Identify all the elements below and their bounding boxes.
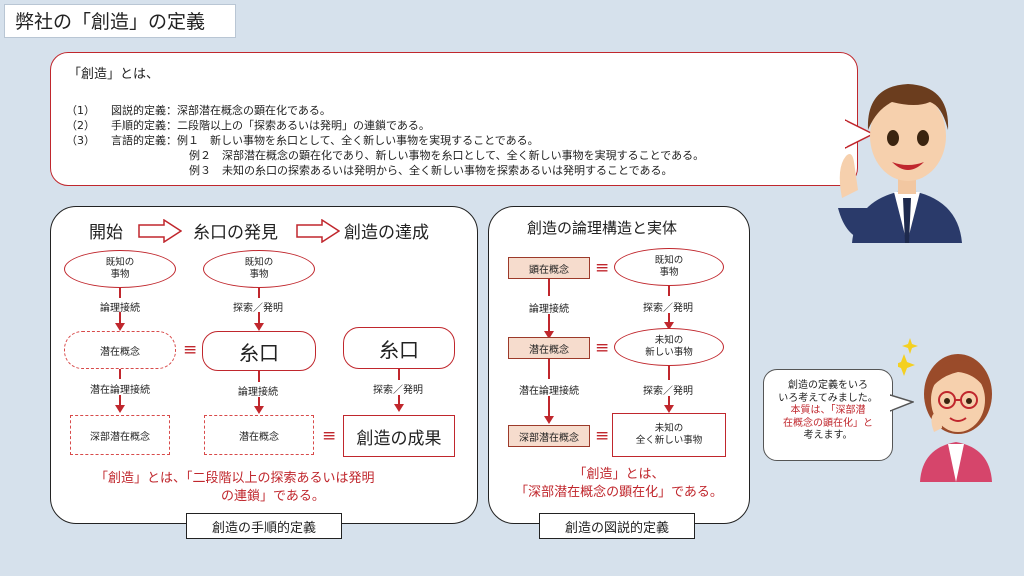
equivalence-icon: ≡ xyxy=(595,426,610,446)
bubble-red-line-1: 本質は、「深部潜 xyxy=(790,405,866,416)
latent-concept-box: 潜在概念 xyxy=(508,337,590,359)
right-arrow-icon xyxy=(296,219,340,243)
definition-example-3: 例３ 未知の糸口の探索あるいは発明から、全く新しい事物を探索あるいは発明すること… xyxy=(189,164,673,177)
down-arrow-icon xyxy=(544,396,554,424)
label-search-invent: 探索／発明 xyxy=(643,386,693,397)
definition-num-3: （3） xyxy=(66,134,95,147)
label-logical-connection: 論理接続 xyxy=(100,303,140,314)
connector-line xyxy=(258,288,260,298)
manifest-concept-box: 顕在概念 xyxy=(508,257,590,279)
bubble-tail xyxy=(890,394,914,412)
bubble-line-1: 創造の定義をいろ xyxy=(788,380,868,391)
bubble-line-3: 考えます。 xyxy=(803,430,853,441)
connector-line xyxy=(398,369,400,380)
down-arrow-icon xyxy=(664,313,674,330)
structure-header: 創造の論理構造と実体 xyxy=(527,219,678,237)
definition-num-2: （2） xyxy=(66,119,95,132)
clue-box-result: 糸口 xyxy=(343,327,455,369)
diagrammatic-conclusion-line-1: 「創造」とは、 xyxy=(573,467,665,482)
connector-line xyxy=(668,366,670,380)
down-arrow-icon xyxy=(115,312,125,331)
latent-concept-dashed-box: 潜在概念 xyxy=(204,415,314,455)
unknown-all-new-thing-box: 未知の 全く新しい事物 xyxy=(612,413,726,457)
man-illustration-icon xyxy=(838,84,962,243)
down-arrow-icon xyxy=(254,397,264,414)
diagrammatic-conclusion-line-2: 「深部潜在概念の顕在化」である。 xyxy=(515,485,723,500)
right-arrow-icon xyxy=(138,219,182,243)
connector-line xyxy=(119,369,121,379)
label-logical-connection: 論理接続 xyxy=(238,387,278,398)
definition-example-2: 例２ 深部潜在概念の顕在化であり、新しい事物を糸口として、全く新しい事物を実現す… xyxy=(189,149,705,162)
diagrammatic-caption: 創造の図説的定義 xyxy=(539,513,695,539)
equivalence-icon: ≡ xyxy=(322,426,337,446)
down-arrow-icon xyxy=(544,314,554,339)
latent-concept-dashed: 潜在概念 xyxy=(64,331,176,369)
known-thing-oval: 既知の 事物 xyxy=(614,248,724,286)
clue-box: 糸口 xyxy=(202,331,316,371)
down-arrow-icon xyxy=(664,396,674,413)
connector-line xyxy=(548,279,550,296)
deep-latent-concept-box: 深部潜在概念 xyxy=(508,425,590,447)
header-clue: 糸口の発見 xyxy=(193,223,278,243)
connector-line xyxy=(258,371,260,382)
definition-item-2: 手順的定義：二段階以上の「探索あるいは発明」の連鎖である。 xyxy=(111,119,430,132)
unknown-new-thing-oval: 未知の 新しい事物 xyxy=(614,328,724,366)
definition-intro: 「創造」とは、 xyxy=(68,67,160,82)
label-latent-logical-connection: 潜在論理接続 xyxy=(90,385,150,396)
label-search-invent: 探索／発明 xyxy=(233,303,283,314)
speech-tail xyxy=(845,119,875,149)
definition-num-1: （1） xyxy=(66,104,95,117)
page-title: 弊社の「創造」の定義 xyxy=(4,4,236,38)
definition-item-3: 言語的定義：例１ 新しい事物を糸口として、全く新しい事物を実現することである。 xyxy=(111,134,539,147)
deep-latent-concept-dashed: 深部潜在概念 xyxy=(70,415,170,455)
connector-line xyxy=(668,286,670,296)
definition-item-1: 図説的定義：深部潜在概念の顕在化である。 xyxy=(111,104,331,117)
down-arrow-icon xyxy=(115,395,125,413)
procedural-conclusion-line-1: 「創造」とは、「二段階以上の探索あるいは発明 xyxy=(95,471,375,486)
header-achievement: 創造の達成 xyxy=(344,223,429,243)
bubble-line-2: いろ考えてみました。 xyxy=(778,392,878,404)
known-thing-oval: 既知の 事物 xyxy=(203,250,315,288)
label-logical-connection: 論理接続 xyxy=(529,304,569,315)
connector-line xyxy=(119,288,121,298)
label-search-invent: 探索／発明 xyxy=(373,385,423,396)
header-start: 開始 xyxy=(89,223,123,243)
label-search-invent: 探索／発明 xyxy=(643,303,693,314)
procedural-conclusion-line-2: の連鎖」である。 xyxy=(221,489,325,504)
bubble-red-line-2: 在概念の顕在化」と xyxy=(783,417,873,429)
connector-line xyxy=(548,359,550,379)
creation-result-box: 創造の成果 xyxy=(343,415,455,457)
equivalence-icon: ≡ xyxy=(183,340,198,360)
down-arrow-icon xyxy=(254,312,264,331)
known-thing-oval: 既知の 事物 xyxy=(64,250,176,288)
down-arrow-icon xyxy=(394,395,404,412)
label-latent-logical-connection: 潜在論理接続 xyxy=(519,386,579,397)
woman-speech-bubble: 創造の定義をいろ いろ考えてみました。 本質は、「深部潜 在概念の顕在化」と 考… xyxy=(763,369,893,461)
definition-box xyxy=(50,52,858,186)
equivalence-icon: ≡ xyxy=(595,258,610,278)
equivalence-icon: ≡ xyxy=(595,338,610,358)
woman-illustration-icon xyxy=(898,338,992,482)
procedural-caption: 創造の手順的定義 xyxy=(186,513,342,539)
